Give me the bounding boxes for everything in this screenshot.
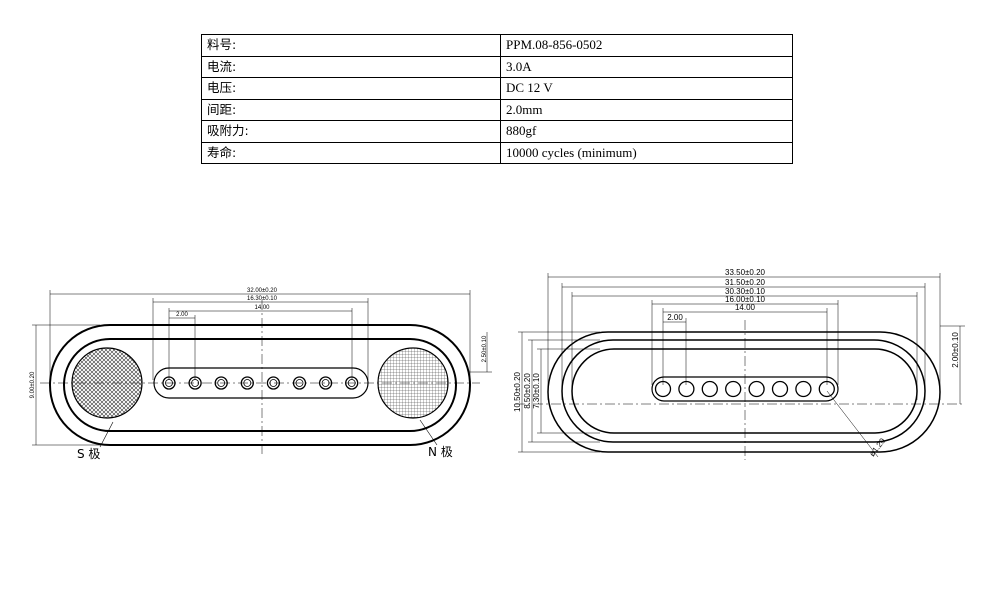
right-dim-h2: 8.50±0.20 [523, 373, 532, 409]
left-dim-right: 2.50±0.10 [482, 335, 488, 362]
right-pin [725, 380, 742, 398]
spec-row: 电流:3.0A [201, 55, 793, 78]
right-dim-h1: 10.50±0.20 [513, 371, 522, 412]
spec-key: 寿命: [201, 141, 501, 164]
spec-row: 寿命:10000 cycles (minimum) [201, 141, 793, 164]
left-dim-magnet-span: 16.30±0.10 [247, 296, 278, 302]
right-pin [701, 380, 718, 398]
left-pin [240, 376, 254, 390]
left-view-labels: 32.00±0.20 16.30±0.10 14.00 2.00 9.00±0.… [30, 288, 488, 461]
left-dim-height: 9.00±0.20 [30, 371, 36, 398]
left-dim-overall: 32.00±0.20 [247, 288, 278, 294]
spec-value: 10000 cycles (minimum) [500, 141, 793, 164]
left-pin-inner [243, 379, 252, 387]
left-pin [292, 376, 307, 390]
right-dim-pitch: 2.00 [667, 313, 683, 322]
right-dim-pin-span: 14.00 [735, 303, 756, 312]
right-pin [748, 380, 765, 398]
left-outer-shell [49, 324, 471, 446]
spec-value: 3.0A [500, 55, 793, 78]
right-dim-right: 2.00±0.10 [951, 332, 960, 368]
left-pin-inner [217, 379, 226, 387]
left-pin [214, 376, 228, 390]
right-dim-w2: 31.50±0.20 [725, 278, 766, 287]
right-dim-overall: 33.50±0.20 [725, 268, 766, 277]
right-view-labels: 33.50±0.20 31.50±0.20 30.30±0.10 16.00±0… [513, 268, 960, 458]
right-mid-shell [561, 339, 926, 443]
left-dim-pin-span: 14.00 [254, 305, 270, 311]
right-inner-shell [571, 348, 918, 434]
spec-key: 电流: [201, 55, 501, 78]
spec-row: 电压:DC 12 V [201, 77, 793, 100]
left-pin [318, 376, 333, 390]
left-pin [345, 376, 359, 390]
spec-key: 间距: [201, 98, 501, 121]
spec-row: 间距:2.0mm [201, 98, 793, 121]
n-pole-label: N 极 [428, 445, 453, 459]
s-pole-label: S 极 [77, 447, 100, 461]
right-view [515, 273, 965, 460]
left-pin-inner [321, 379, 330, 387]
right-dim-w3: 30.30±0.10 [725, 287, 766, 296]
left-view [32, 290, 492, 455]
n-pole-magnet [377, 347, 449, 419]
left-pin-inner [295, 379, 304, 387]
left-pin-inner [347, 379, 356, 387]
left-pin [266, 376, 281, 390]
right-dim-h3: 7.30±0.10 [532, 373, 541, 409]
right-pin [795, 380, 812, 398]
right-pin [771, 380, 789, 398]
spec-row: 吸附力:880gf [201, 120, 793, 143]
spec-value: DC 12 V [500, 77, 793, 100]
right-pin [678, 380, 695, 398]
left-dim-pitch: 2.00 [176, 312, 188, 318]
spec-key: 电压: [201, 77, 501, 100]
right-dim-w4: 16.00±0.10 [725, 295, 766, 304]
left-inner-shell [63, 338, 457, 432]
spec-value: 2.0mm [500, 98, 793, 121]
s-pole-magnet [71, 347, 143, 419]
left-pin-inner [269, 379, 278, 387]
